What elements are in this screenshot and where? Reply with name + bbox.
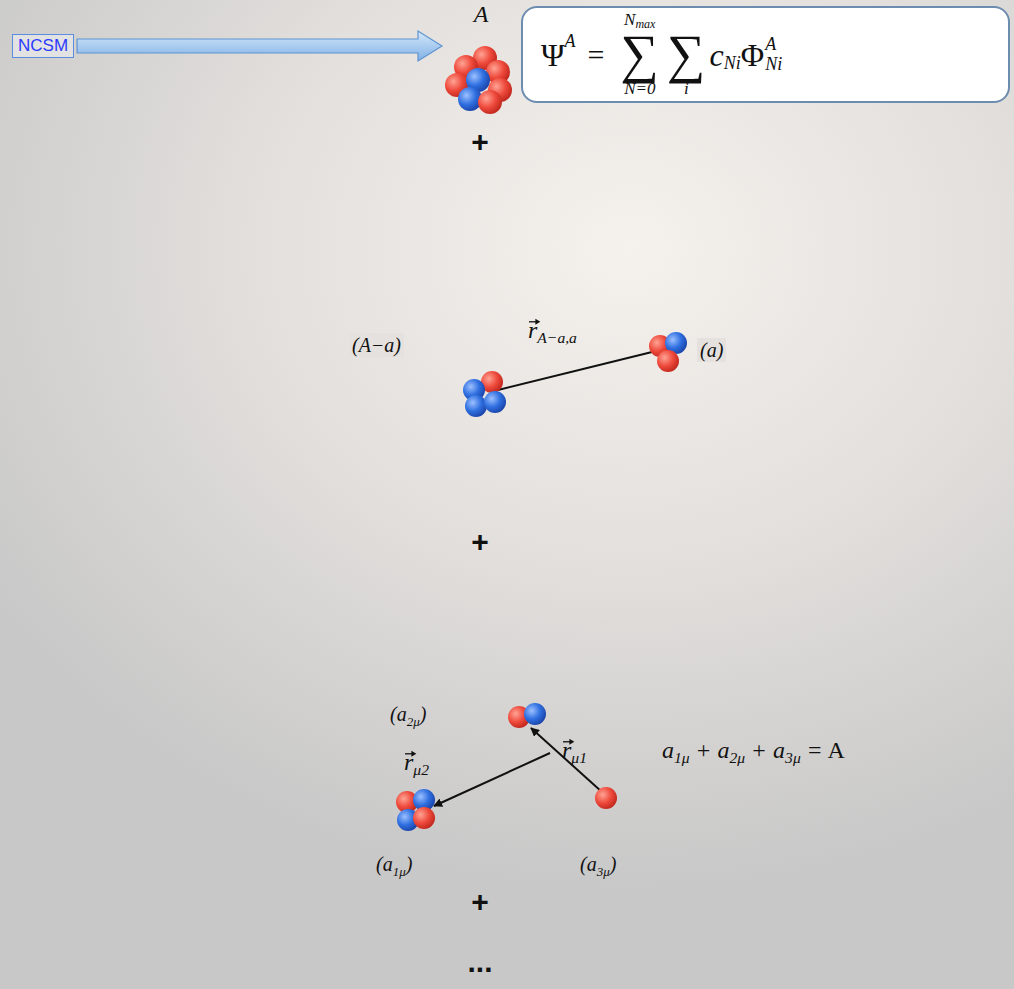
ellipsis: ... (467, 944, 492, 980)
nucleon (484, 391, 506, 413)
vector-label: rA−a,a (528, 316, 577, 345)
plus-sign: + (471, 524, 489, 560)
label-text: + (752, 737, 766, 763)
nucleus-cluster: A (446, 0, 516, 116)
upper-limit: Nmax (624, 11, 655, 29)
formula-term: Ψ (541, 39, 565, 71)
label-text: a (773, 737, 785, 763)
jacobi-arrow (434, 753, 550, 806)
cluster-label: (a) (697, 338, 726, 362)
label-text: (a (580, 853, 597, 875)
cluster-2 (508, 703, 546, 728)
jacobi-arrow (531, 728, 602, 792)
label-text: a (718, 737, 730, 763)
block-arrow (77, 31, 442, 61)
subscript: 3μ (785, 749, 801, 766)
formula-term: i (684, 80, 689, 98)
nucleon (465, 395, 487, 417)
method-name: NCSM (18, 36, 68, 55)
mass-sum: a1μ+a2μ+a3μ= A (662, 736, 852, 765)
subscript: 2μ (407, 714, 420, 729)
nucleon (413, 807, 435, 829)
sup-sub: ANi (765, 35, 782, 75)
nucleon (595, 787, 617, 809)
vector-label: rμ1 (562, 736, 587, 765)
formula-term: A (565, 31, 576, 52)
cluster-label: (a1μ) (376, 852, 412, 876)
nucleus-a (445, 46, 512, 114)
nucleon (657, 350, 679, 372)
label-text: (a (376, 853, 393, 875)
method-tag: NCSM (12, 34, 74, 58)
cluster-3 (595, 787, 617, 809)
label-text: + (471, 525, 489, 558)
subscript: μ1 (571, 749, 587, 766)
cluster-1 (396, 789, 435, 831)
nucleon (524, 703, 546, 725)
label-text: r (404, 749, 413, 775)
label-text: ) (406, 853, 413, 875)
subscript: 2μ (730, 749, 746, 766)
formula-term: A (765, 35, 782, 55)
label-text: r (528, 317, 537, 343)
subscript: 3μ (597, 864, 610, 879)
label-text: (a (390, 703, 407, 725)
plus-sign: + (471, 884, 489, 920)
sum-limits: Nmax∑N=0 (621, 11, 660, 98)
sum-limits: ∑i (667, 11, 706, 98)
cluster-a (649, 332, 687, 372)
label-text: = A (808, 737, 845, 763)
subscript: 1μ (393, 864, 406, 879)
label-text: ) (420, 703, 427, 725)
formula-term: Ni (724, 53, 741, 74)
label-text: (A−a) (352, 334, 401, 356)
cluster-label: (a3μ) (580, 852, 616, 876)
subscript: μ2 (413, 761, 429, 778)
mass-number: A (446, 0, 516, 28)
label-text: ) (610, 853, 617, 875)
formula-term: = (588, 38, 605, 72)
label-text: + (471, 125, 489, 158)
label-text: + (471, 885, 489, 918)
label-text: r (562, 737, 571, 763)
cluster-label: (A−a) (349, 333, 404, 357)
vector-label: rμ2 (404, 748, 429, 777)
cluster-a-minus-a (463, 371, 506, 417)
nucleon (478, 90, 502, 114)
subscript: A−a,a (537, 329, 577, 346)
formula-box: ΨA=Nmax∑N=0∑icNiΦANi (521, 6, 1010, 103)
subscript: 1μ (674, 749, 690, 766)
formula-term: c (710, 39, 724, 71)
label-text: + (697, 737, 711, 763)
formula-term: N=0 (624, 80, 655, 98)
label-text: (a) (700, 339, 723, 361)
formula-term: Ni (765, 55, 782, 75)
cluster-label: (a2μ) (390, 702, 426, 726)
formula-term: Φ (741, 39, 764, 71)
formula-term: ∑ (621, 29, 660, 80)
formula-term: N (624, 10, 635, 29)
label-text: a (662, 737, 674, 763)
plus-sign: + (471, 124, 489, 160)
relative-coordinate (498, 352, 652, 390)
label-text: ... (467, 945, 492, 978)
formula-term: ∑ (667, 29, 706, 80)
